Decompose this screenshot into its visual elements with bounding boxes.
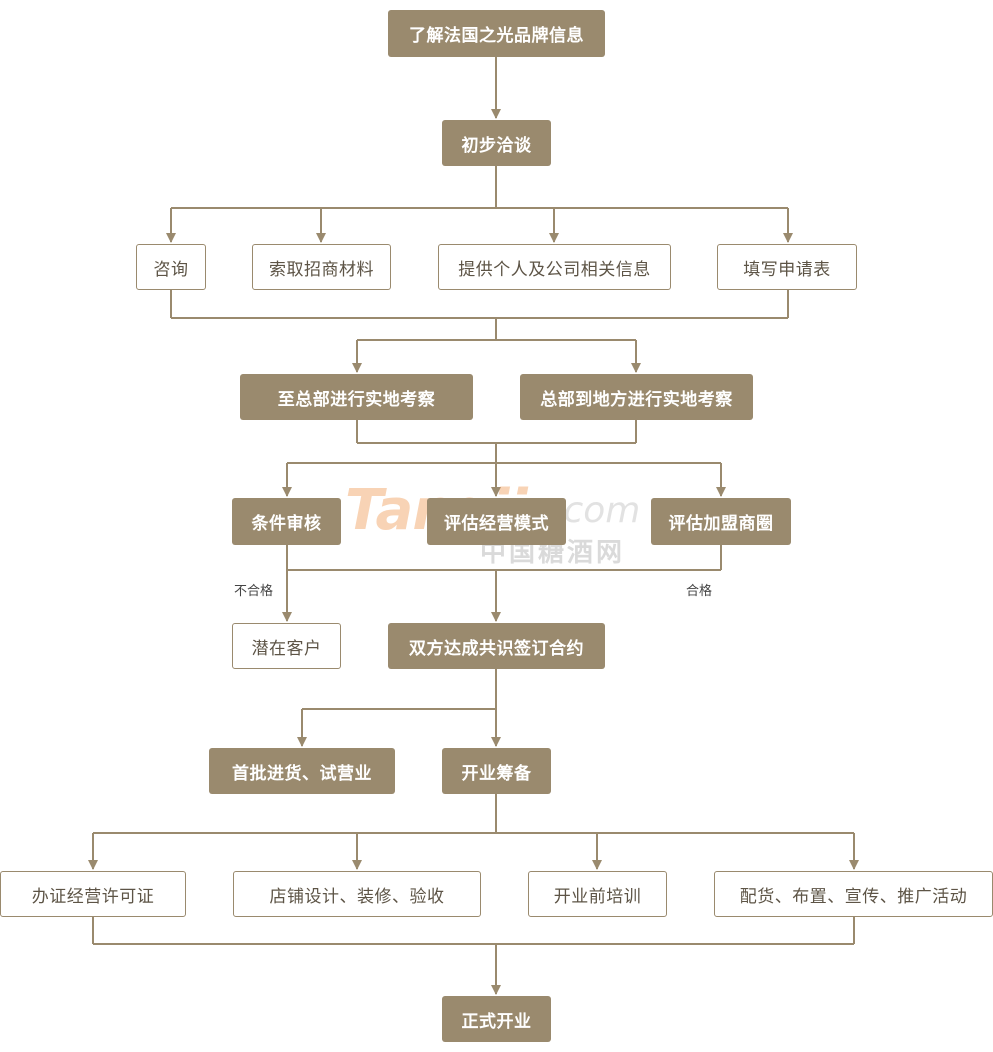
step-sign-contract: 双方达成共识签订合约 <box>388 623 605 669</box>
step-condition-review: 条件审核 <box>232 498 341 545</box>
step-store-design: 店铺设计、装修、验收 <box>233 871 481 917</box>
label-fail: 不合格 <box>234 584 274 599</box>
step-hq-visit-local: 总部到地方进行实地考察 <box>520 374 753 420</box>
step-distribution: 配货、布置、宣传、推广活动 <box>714 871 993 917</box>
step-visit-hq: 至总部进行实地考察 <box>240 374 473 420</box>
step-initial-talk: 初步洽谈 <box>442 120 551 166</box>
step-learn-brand: 了解法国之光品牌信息 <box>388 10 605 57</box>
step-potential-client: 潜在客户 <box>232 623 341 669</box>
step-licenses: 办证经营许可证 <box>0 871 186 917</box>
step-training: 开业前培训 <box>528 871 667 917</box>
step-provide-info: 提供个人及公司相关信息 <box>438 244 671 290</box>
step-consult: 咨询 <box>136 244 206 290</box>
step-prepare-opening: 开业筹备 <box>442 748 551 794</box>
step-first-stock: 首批进货、试营业 <box>209 748 395 794</box>
step-evaluate-area: 评估加盟商圈 <box>651 498 791 545</box>
step-grand-opening: 正式开业 <box>442 996 551 1042</box>
step-request-materials: 索取招商材料 <box>252 244 391 290</box>
step-evaluate-model: 评估经营模式 <box>427 498 566 545</box>
step-fill-form: 填写申请表 <box>717 244 857 290</box>
label-pass: 合格 <box>686 584 713 599</box>
